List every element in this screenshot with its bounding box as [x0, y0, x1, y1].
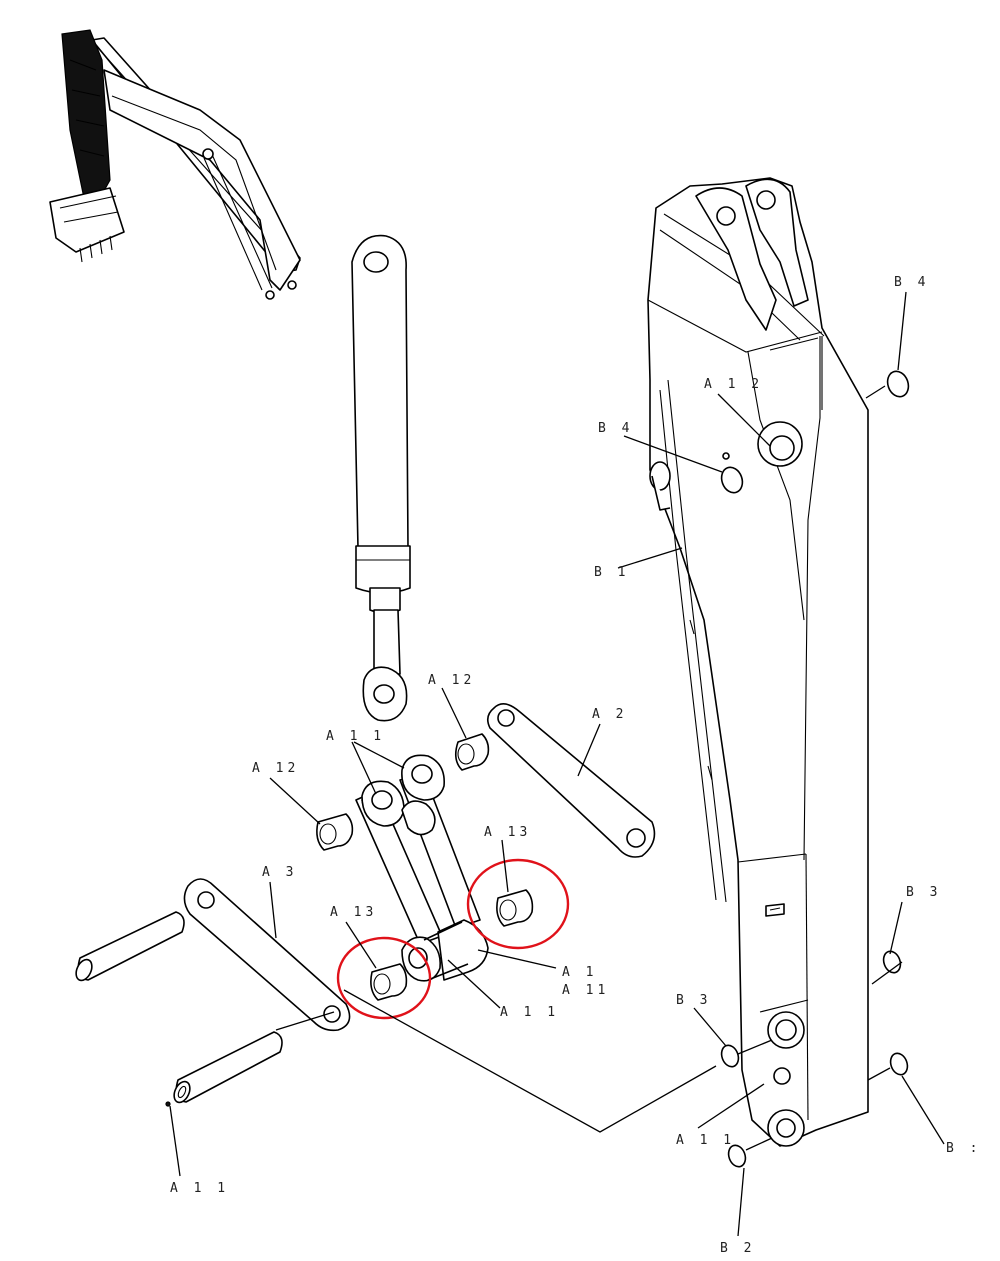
label-b3-left: B 3: [676, 993, 711, 1008]
label-b3-right: B 3: [906, 885, 941, 900]
label-a13-right: A 13: [484, 825, 531, 840]
highlight-circle-a13-left: [336, 936, 432, 1020]
link-a3: [183, 878, 351, 1032]
o-ring-b2: [727, 1144, 747, 1168]
pins: [75, 911, 283, 1107]
label-a11-bottom-left: A 1 1: [170, 1181, 229, 1196]
o-ring-b3-right: [882, 950, 902, 974]
label-a11-right: A 11: [562, 983, 609, 998]
label-a1: A 1: [562, 965, 597, 980]
label-a2: A 2: [592, 707, 627, 722]
label-b4-left: B 4: [598, 421, 633, 436]
label-b4-top: B 4: [894, 275, 929, 290]
link-a2: [486, 703, 656, 858]
leader-lines: [169, 291, 945, 1237]
label-a11-mid: A 1 1: [500, 1005, 559, 1020]
bushings: [316, 733, 534, 1001]
label-b1: B 1: [594, 565, 629, 580]
label-a3: A 3: [262, 865, 297, 880]
o-rings: [720, 370, 910, 1168]
bushing-a12-link: [454, 733, 490, 771]
bushing-a13-left: [370, 963, 408, 1001]
highlight-circle-a13-right: [466, 858, 570, 950]
bushing-a12-left: [316, 813, 354, 851]
label-a12-left: A 12: [252, 761, 299, 776]
hydraulic-cylinder: [351, 234, 411, 722]
boom-assembly: [647, 177, 869, 1147]
o-ring-b-edge: [889, 1052, 909, 1076]
label-a11-top: A 1 1: [326, 729, 385, 744]
label-a12-link: A 12: [428, 673, 475, 688]
bushing-a13-right: [496, 889, 534, 927]
label-b2: B 2: [720, 1241, 755, 1256]
o-ring-b3-left: [720, 1044, 740, 1068]
label-b-edge: B :: [946, 1141, 981, 1156]
overview-thumbnail: [49, 29, 301, 300]
part-labels: B 4 A 1 2 B 4 B 1 A 12 A 2 A 1 1 A 12 A …: [170, 275, 981, 1256]
label-a13-left: A 13: [330, 905, 377, 920]
bucket-link-assembly: [355, 754, 489, 982]
o-ring-b4-top: [886, 370, 910, 398]
highlight-marks: [336, 858, 570, 1020]
o-ring-b4-left: [720, 466, 744, 494]
label-a12-boom: A 1 2: [704, 377, 763, 392]
label-a11-bottom-right: A 1 1: [676, 1133, 735, 1148]
